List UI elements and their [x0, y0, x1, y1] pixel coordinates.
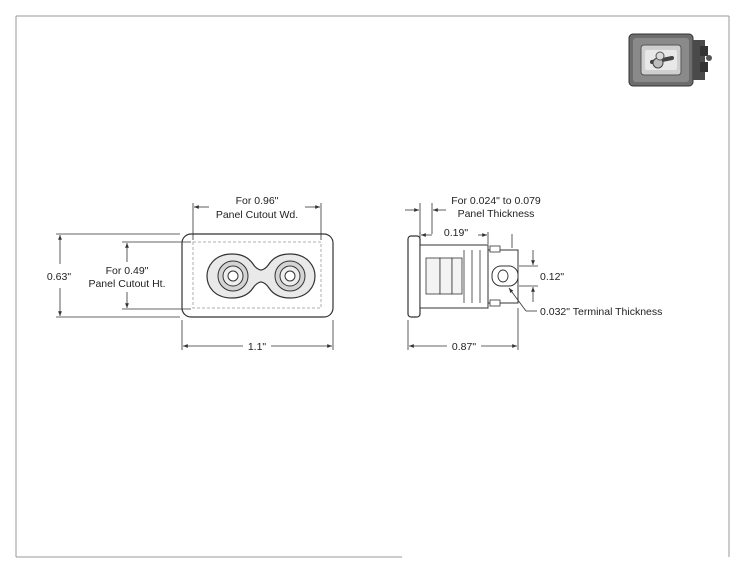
rear-tab-top	[489, 245, 501, 253]
panel-thickness-label-2: Panel Thickness	[458, 208, 535, 220]
cutout-width-label-2: Panel Cutout Wd.	[216, 209, 298, 221]
side-ribs	[425, 250, 481, 303]
overall-depth-label: 0.87"	[452, 341, 476, 353]
rear-tab-bottom	[489, 299, 501, 307]
panel-thickness-dimension	[405, 203, 446, 234]
side-view: For 0.024" to 0.079 Panel Thickness 0.19…	[405, 195, 662, 353]
cutout-width-dimension	[192, 203, 322, 240]
ac-inlet-3d-icon	[628, 33, 712, 87]
front-view: For 0.96" Panel Cutout Wd. 0.63" For 0.4…	[47, 195, 334, 353]
terminal-height-label: 0.12"	[540, 271, 564, 283]
sheet-border	[15, 15, 730, 558]
terminal-thickness-label: 0.032" Terminal Thickness	[540, 306, 662, 318]
overall-depth-dimension	[407, 308, 519, 350]
cutout-width-label-1: For 0.96"	[236, 195, 279, 207]
terminal-hole	[497, 269, 509, 283]
panel-thickness-label-1: For 0.024" to 0.079	[451, 195, 541, 207]
panel-cutout-outline	[192, 241, 322, 309]
cutout-height-label-2: Panel Cutout Ht.	[88, 278, 165, 290]
overall-width-dimension	[181, 320, 334, 350]
pin-right-inner	[284, 270, 296, 282]
side-flange	[407, 235, 421, 318]
overall-height-label: 0.63"	[47, 271, 71, 283]
pin-left-inner	[227, 270, 239, 282]
cutout-height-dimension	[122, 241, 191, 310]
overall-height-dimension	[56, 233, 180, 318]
cutout-height-label-1: For 0.49"	[106, 265, 149, 277]
terminal-height-dimension	[519, 250, 538, 302]
terminal-thickness-leader	[508, 287, 537, 312]
flange-depth-dimension	[419, 232, 489, 244]
flange-depth-label: 0.19"	[444, 227, 468, 239]
overall-width-label: 1.1"	[248, 341, 267, 353]
